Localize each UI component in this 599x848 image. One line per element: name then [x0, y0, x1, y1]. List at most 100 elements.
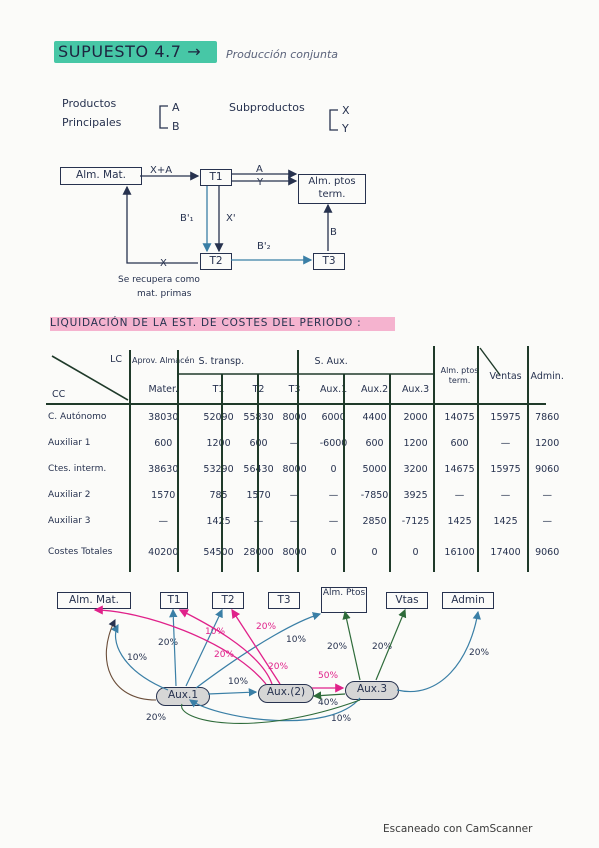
table-cell: 7860 — [535, 411, 560, 423]
flow-label-a: A — [256, 164, 263, 175]
principal-label-1: Productos — [62, 97, 117, 110]
header-mater: Mater. — [148, 383, 179, 395]
diag-admin: Admin — [442, 592, 494, 609]
pct-label: 10% — [331, 714, 352, 724]
pct-label: 10% — [205, 627, 226, 637]
table-cell: — — [328, 489, 339, 501]
table-cell: 0 — [330, 463, 337, 475]
flow-label-b: B — [330, 227, 337, 238]
header-aux3: Aux.3 — [401, 383, 430, 395]
header-admin: Admin. — [530, 370, 564, 382]
flow-label-b1: B'₁ — [180, 213, 194, 224]
table-cell: 1200 — [403, 437, 428, 449]
table-cell: 600 — [154, 437, 173, 449]
table-cell: 8000 — [282, 411, 307, 423]
table-cell: — — [328, 515, 339, 527]
flow-label-x1: X' — [226, 213, 236, 224]
table-cell: 0 — [412, 546, 419, 558]
table-cell: 3925 — [403, 489, 428, 501]
pct-label: 20% — [268, 662, 289, 672]
table-cell: 40200 — [148, 546, 179, 558]
page-subtitle: Producción conjunta — [226, 48, 338, 61]
pct-label: 20% — [146, 713, 167, 723]
principal-item-b: B — [172, 120, 180, 133]
row-label: Auxiliar 1 — [48, 438, 91, 448]
table-cell: 600 — [450, 437, 469, 449]
pct-label: 20% — [372, 642, 393, 652]
pct-label: 20% — [214, 650, 235, 660]
table-cell: 1425 — [206, 515, 231, 527]
diag-aux2: Aux.(2) — [258, 684, 314, 703]
corner-cc: CC — [52, 389, 66, 400]
diag-vtas: Vtas — [386, 592, 428, 609]
pct-label: 40% — [318, 698, 339, 708]
table-cell: 600 — [365, 437, 384, 449]
flow-t3: T3 — [313, 253, 345, 270]
table-cell: 6000 — [321, 411, 346, 423]
table-cell: — — [500, 489, 511, 501]
liquidation-table: LC CC Aprov. Almacén S. transp. S. Aux. … — [46, 348, 566, 570]
page-title: SUPUESTO 4.7 → — [58, 42, 202, 61]
title-highlight — [54, 41, 217, 63]
flow-label-y: Y — [257, 177, 264, 188]
scanner-footer: Escaneado con CamScanner — [383, 823, 533, 835]
table-cell: — — [542, 515, 552, 527]
table-cell: 2000 — [403, 411, 428, 423]
table-cell: 0 — [330, 546, 337, 558]
table-cell: — — [500, 437, 511, 449]
table-cell: -7125 — [401, 515, 430, 527]
section-title: LIQUIDACIÓN DE LA EST. DE COSTES DEL PER… — [50, 317, 362, 329]
table-cell: 1425 — [447, 515, 472, 527]
table-cell: 0 — [371, 546, 378, 558]
pct-label: 20% — [327, 642, 348, 652]
table-cell: 52090 — [203, 411, 234, 423]
table-cell: 53290 — [203, 463, 234, 475]
table-row: C. Autónomo38030520905583080006000440020… — [46, 404, 566, 430]
principal-label-2: Principales — [62, 116, 122, 129]
pct-label: 20% — [469, 648, 490, 658]
row-label: Ctes. interm. — [48, 464, 107, 474]
table-cell: 9060 — [535, 546, 560, 558]
table-cell: 1425 — [493, 515, 518, 527]
table-cell: 15975 — [490, 463, 521, 475]
table-cell: — — [158, 515, 169, 527]
table-cell: 38630 — [148, 463, 179, 475]
pct-label: 20% — [256, 622, 277, 632]
table-cell: 2850 — [362, 515, 387, 527]
table-cell: 1200 — [535, 437, 560, 449]
header-saux: S. Aux. — [314, 355, 348, 367]
pct-label: 20% — [158, 638, 179, 648]
flow-label-xa: X+A — [150, 165, 173, 176]
table-cell: 4400 — [362, 411, 387, 423]
table-cell: 54500 — [203, 546, 234, 558]
table-cell: 14675 — [444, 463, 475, 475]
diag-t2: T2 — [212, 592, 244, 609]
header-t3: T3 — [288, 383, 301, 395]
table-cell: — — [454, 489, 465, 501]
row-label: Auxiliar 2 — [48, 490, 91, 500]
table-cell: 785 — [209, 489, 228, 501]
header-aux2: Aux.2 — [360, 383, 389, 395]
corner-lc: LC — [110, 354, 122, 365]
row-label: Costes Totales — [48, 547, 113, 557]
table-cell: — — [289, 515, 300, 527]
flow-t2: T2 — [200, 253, 232, 270]
pct-label: 10% — [228, 677, 249, 687]
flow-label-b2: B'₂ — [257, 241, 271, 252]
row-label: Auxiliar 3 — [48, 516, 91, 526]
diag-t3: T3 — [268, 592, 300, 609]
diag-t1: T1 — [160, 592, 188, 609]
pct-label: 50% — [318, 671, 339, 681]
table-cell: — — [289, 489, 300, 501]
table-cell: 8000 — [282, 546, 307, 558]
table-cell: 15975 — [490, 411, 521, 423]
table-cell: 5000 — [362, 463, 387, 475]
table-cell: 8000 — [282, 463, 307, 475]
header-ventas: Ventas — [489, 370, 522, 382]
subproducts-label: Subproductos — [229, 101, 305, 114]
table-cell: -7850 — [360, 489, 389, 501]
table-cell: 14075 — [444, 411, 475, 423]
sub-item-y: Y — [342, 122, 349, 135]
table-cell: 3200 — [403, 463, 428, 475]
